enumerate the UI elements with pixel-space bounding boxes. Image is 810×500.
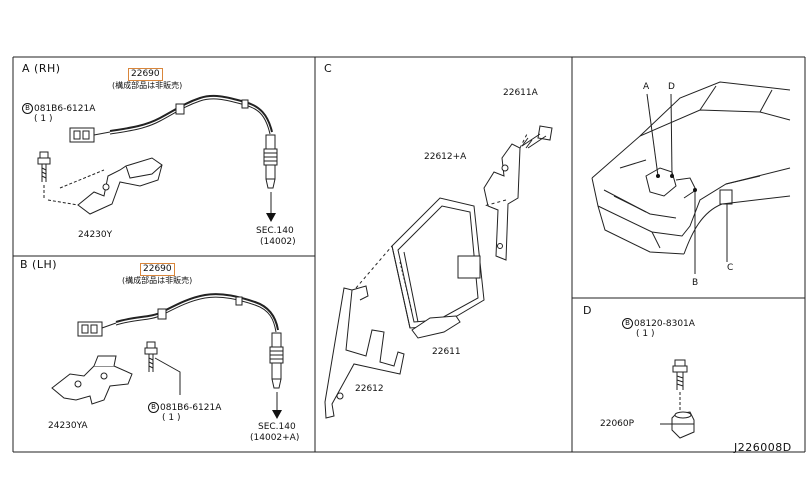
circle-b-icon: B [148, 402, 159, 413]
vehicle-outline [591, 81, 791, 255]
bolt-a [37, 151, 51, 200]
ecm-unit-22611 [391, 197, 485, 339]
oxygen-sensor-rh [69, 94, 278, 215]
ecm-bracket-22612 [324, 285, 405, 419]
bracket-label-22612: 22612 [355, 384, 384, 394]
part-number-b: 22690 [140, 263, 175, 276]
ecm-bolt-22611a [521, 125, 553, 149]
panel-frames [12, 56, 806, 453]
bracket-label-22612a: 22612+A [424, 152, 467, 162]
bolt-label-22611a: 22611A [503, 88, 538, 98]
vehicle-callout-dots [656, 174, 697, 192]
section-title-c: C [324, 62, 333, 75]
vehicle-callout-a: A [643, 82, 650, 92]
bolt-qty-b: ( 1 ) [162, 413, 181, 423]
ecm-label-22611: 22611 [432, 347, 461, 357]
section-title-b: B (LH) [20, 258, 58, 271]
part-note-a: (構成部品は非販売) [112, 81, 183, 90]
bracket-24230y [47, 157, 163, 215]
sec-ref-b: SEC.140 [258, 422, 296, 432]
section-title-a: A (RH) [22, 62, 61, 75]
bolt-code-a: 081B6-6121A [34, 104, 96, 114]
vehicle-callout-d: D [668, 82, 675, 92]
vehicle-callout-lines [646, 93, 728, 274]
oxygen-sensor-lh [77, 293, 284, 412]
sensor-label-22060p: 22060P [600, 419, 635, 429]
bolt-qty-a: ( 1 ) [34, 114, 53, 124]
bolt-code-b: 081B6-6121A [160, 403, 222, 413]
bolt-b [144, 341, 181, 395]
circle-b-icon: B [622, 318, 633, 329]
ecm-dashed-guides [355, 131, 529, 289]
section-title-d: D [583, 304, 592, 317]
part-note-b: (構成部品は非販売) [122, 276, 193, 285]
sec-sub-b: (14002+A) [250, 433, 300, 443]
knock-sensor-bolt [672, 359, 688, 410]
ecm-bracket-22612a [483, 143, 521, 261]
part-number-a: 22690 [128, 68, 163, 81]
sec-sub-a: (14002) [260, 237, 296, 247]
bolt-code-d: 08120-8301A [634, 319, 695, 329]
vehicle-callout-b: B [692, 278, 699, 288]
circle-b-icon: B [22, 103, 33, 114]
bracket-24230ya [51, 355, 133, 405]
bracket-label-b: 24230YA [48, 421, 88, 431]
bracket-label-a: 24230Y [78, 230, 113, 240]
diagram-code: J226008D [734, 441, 792, 454]
sec-arrow-b [272, 410, 282, 419]
vehicle-callout-c: C [727, 263, 734, 273]
sec-ref-a: SEC.140 [256, 226, 294, 236]
sec-arrow-a [266, 213, 276, 222]
bolt-qty-d: ( 1 ) [636, 329, 655, 339]
knock-sensor-22060p [671, 411, 695, 439]
